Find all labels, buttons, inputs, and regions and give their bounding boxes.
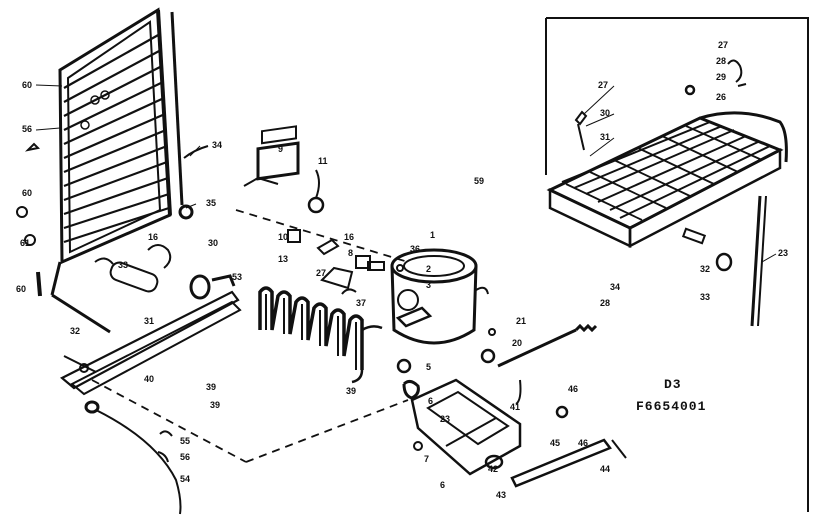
callout: 34 [212,140,222,150]
callout: 32 [700,264,710,274]
callout: 35 [206,198,216,208]
callout: 13 [278,254,288,264]
drier-assembly [94,244,236,300]
callout: 27 [718,40,728,50]
callout: 16 [344,232,354,242]
callout: 7 [424,454,429,464]
leader-lines [35,84,777,263]
callout: 40 [144,374,154,384]
callout: 21 [516,316,526,326]
callout: 30 [600,108,610,118]
callout: 37 [356,298,366,308]
callout: 32 [70,326,80,336]
callout: 60 [16,284,26,294]
callout: 43 [496,490,506,500]
evaporator-hardware [574,59,747,272]
callout: 31 [600,132,610,142]
evaporator-coil [546,111,788,327]
callout: 2 [426,264,431,274]
callout: 34 [610,282,620,292]
callout: 39 [210,400,220,410]
overload-protector [320,255,385,295]
callout: 31 [144,316,154,326]
callout: 60 [22,188,32,198]
callouts: 60 56 60 61 60 34 35 16 33 30 53 32 31 4… [16,40,788,500]
callout: 46 [568,384,578,394]
power-cord [84,400,182,515]
discharge-tubing [258,286,383,384]
callout: 23 [778,248,788,258]
callout: 33 [118,260,128,270]
callout: 56 [180,452,190,462]
callout: 27 [316,268,326,278]
callout: 28 [716,56,726,66]
diagram-id-block: D3 F6654001 [636,377,706,414]
callout: 6 [440,480,445,490]
callout: 60 [22,80,32,90]
callout: 36 [410,244,420,254]
callout: 59 [474,176,484,186]
section-border [545,17,809,512]
callout: 28 [600,298,610,308]
base-pan [410,378,522,476]
callout: 54 [180,474,190,484]
callout: 30 [208,238,218,248]
callout: 39 [346,386,356,396]
callout: 41 [510,402,520,412]
callout: 11 [318,156,328,166]
callout: 26 [716,92,726,102]
compressor [390,248,489,345]
callout: 39 [206,382,216,392]
callout: 45 [550,438,560,448]
callout: 55 [180,436,190,446]
callout: 42 [488,464,498,474]
callout: 5 [426,362,431,372]
callout: 9 [278,144,283,154]
callout: 29 [716,72,726,82]
callout: 44 [600,464,610,474]
callout: 1 [430,230,435,240]
spring-and-rod [497,323,598,368]
callout: 46 [578,438,588,448]
rear-rod [510,405,627,488]
callout: 3 [426,280,431,290]
part-number: F6654001 [636,399,706,414]
callout: 16 [148,232,158,242]
compressor-mounts [396,328,496,400]
condenser-coil [50,7,184,334]
base-rail [60,290,242,396]
callout: 56 [22,124,32,134]
callout: 33 [700,292,710,302]
section-code: D3 [664,377,682,392]
callout: 53 [232,272,242,282]
callout: 27 [598,80,608,90]
callout: 61 [20,238,30,248]
condenser-hardware [16,142,209,297]
start-relay [243,125,340,256]
callout: 6 [428,396,433,406]
exploded-view-lines [91,209,409,463]
callout: 8 [348,248,353,258]
callout: 20 [512,338,522,348]
callout: 23 [440,414,450,424]
callout: 10 [278,232,288,242]
